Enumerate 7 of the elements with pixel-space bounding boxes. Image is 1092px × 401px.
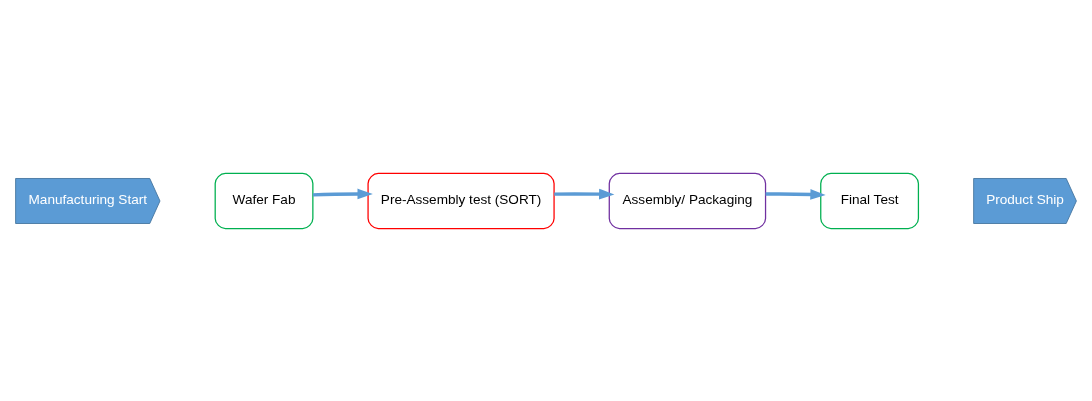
node-box: Final Test [820,172,920,229]
node-box: Assembly/ Packaging [608,172,767,229]
arrow [312,188,373,199]
arrow [765,188,826,200]
node-box: Pre-Assembly test (SORT) [367,172,555,229]
arrow [554,188,615,199]
node-box: Wafer Fab [214,172,314,229]
